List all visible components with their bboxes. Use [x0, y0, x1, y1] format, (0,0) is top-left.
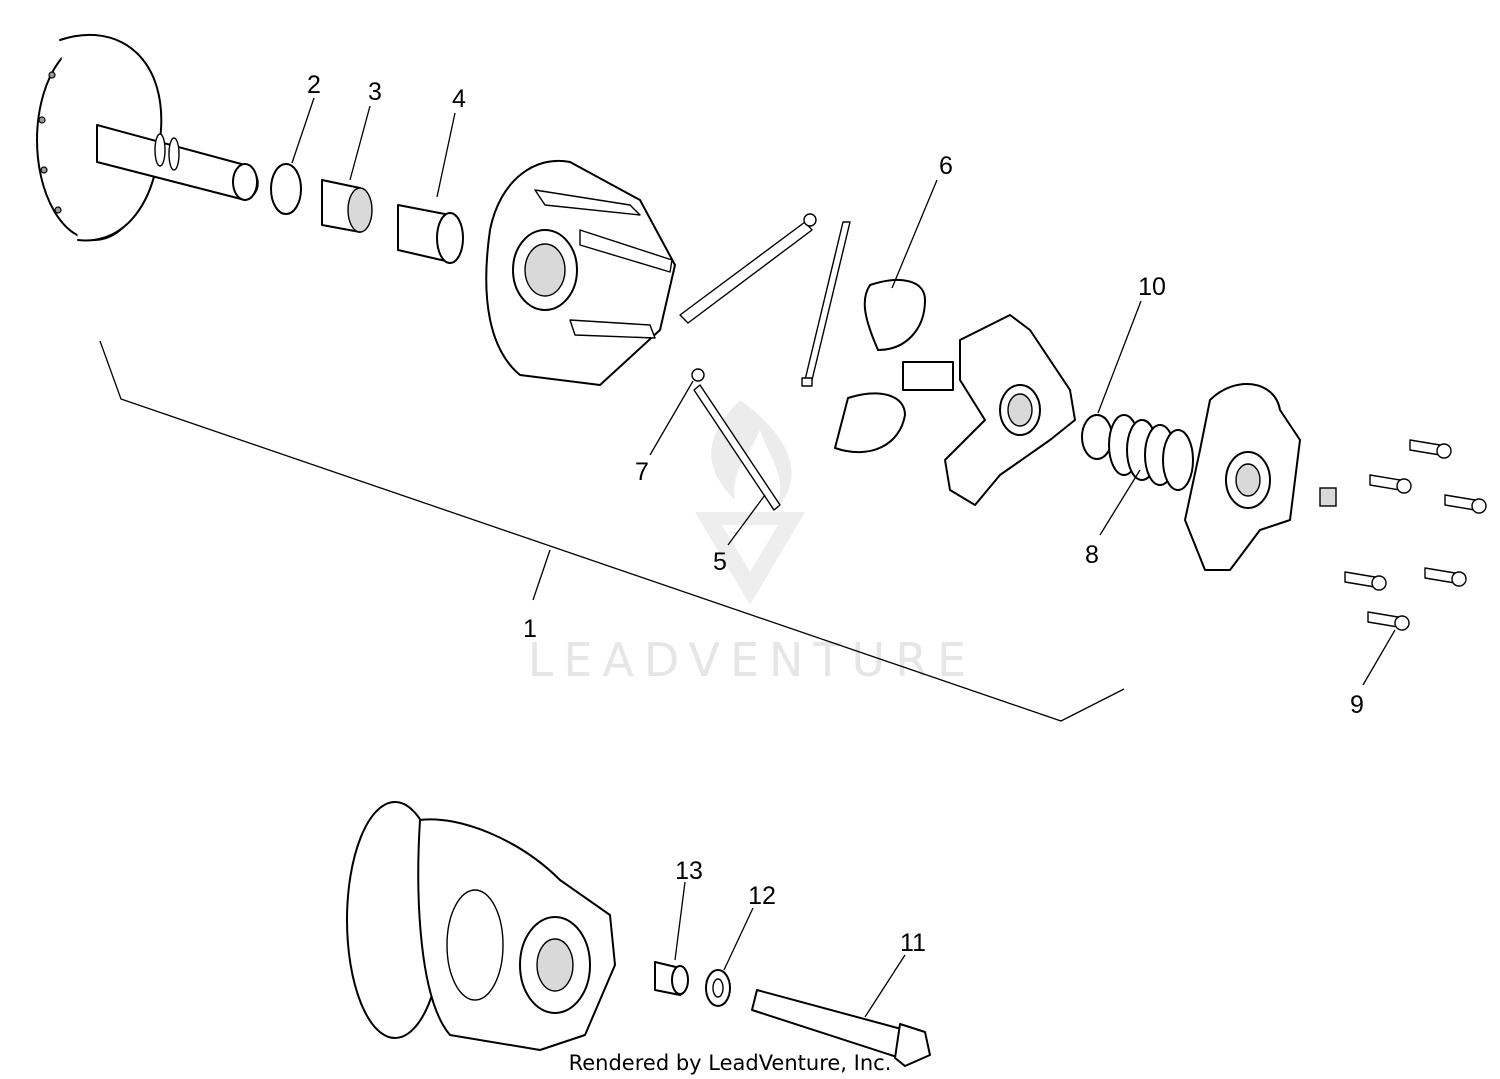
- pin-bolt-vertical: [801, 221, 851, 387]
- watermark-text: LEADVENTURE: [528, 633, 977, 687]
- part-6-weights: [834, 279, 954, 454]
- part-3-bearing: [321, 179, 373, 233]
- callout-6[interactable]: 6: [939, 152, 953, 180]
- pin-bolt-upper: [679, 213, 817, 324]
- part-10-ring: [1081, 414, 1113, 460]
- assembly-bracket: [99, 340, 1125, 722]
- watermark-flame-icon: [711, 400, 792, 510]
- callout-10[interactable]: 10: [1138, 273, 1166, 301]
- part-2-ring: [270, 163, 302, 215]
- part-8-spring: [1108, 414, 1194, 491]
- callout-4[interactable]: 4: [452, 85, 466, 113]
- part-12-washer: [705, 969, 731, 1007]
- clutch-assembly-part: [346, 801, 616, 1051]
- part-4-bushing: [397, 204, 464, 264]
- part-13-bushing: [654, 961, 689, 996]
- callout-1[interactable]: 1: [523, 615, 537, 643]
- leader-lines: [291, 97, 1396, 1018]
- callout-3[interactable]: 3: [368, 78, 382, 106]
- part-5-7-pin: [691, 368, 781, 511]
- watermark-v-icon: [695, 512, 805, 605]
- callout-9[interactable]: 9: [1350, 691, 1364, 719]
- fixed-sheave-part: [36, 34, 259, 242]
- callout-13[interactable]: 13: [675, 857, 703, 885]
- callout-11[interactable]: 11: [900, 929, 926, 957]
- callout-8[interactable]: 8: [1085, 541, 1099, 569]
- watermark: LEADVENTURE: [528, 400, 977, 687]
- spider-part: [944, 314, 1076, 506]
- part-9-bolts: [1319, 439, 1487, 631]
- cover-part: [1184, 383, 1301, 571]
- callout-2[interactable]: 2: [307, 71, 321, 99]
- callout-7[interactable]: 7: [635, 458, 649, 486]
- callout-12[interactable]: 12: [748, 882, 776, 910]
- movable-sheave-part: [485, 159, 676, 386]
- footer-credit: Rendered by LeadVenture, Inc.: [569, 1051, 892, 1075]
- part-11-bolt: [751, 989, 931, 1067]
- callout-labels: 1 2 3 4 5 6 7 8 9 10 11 12 13: [307, 71, 1364, 957]
- callout-5[interactable]: 5: [713, 548, 727, 576]
